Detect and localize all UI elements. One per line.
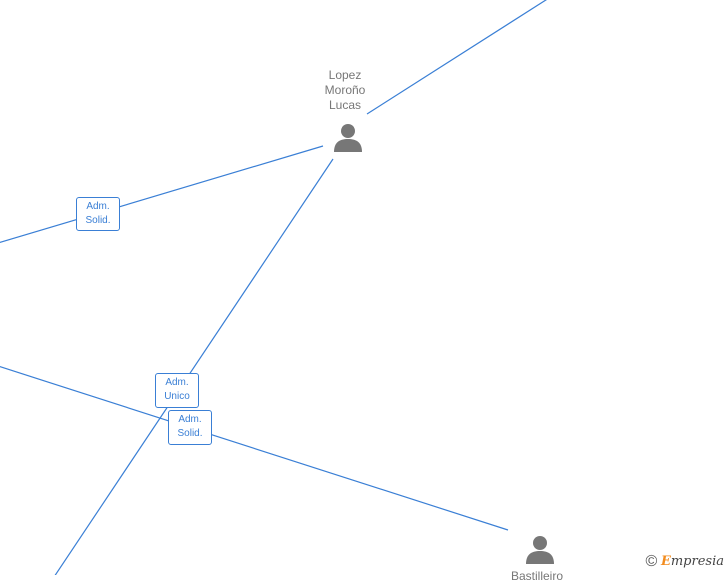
role-box-adm-unico[interactable]: Adm. Unico	[155, 373, 199, 408]
person-icon[interactable]	[333, 122, 363, 152]
role-text: Adm.	[178, 414, 202, 425]
brand-logo-text: mpresia	[670, 554, 724, 569]
node-label-lopez: Lopez Moroño Lucas	[300, 68, 390, 113]
node-label-bastilleiro: Bastilleiro	[492, 569, 582, 584]
edge-lopez-left	[0, 145, 324, 244]
node-label-line: Moroño	[324, 83, 366, 97]
edge-lopez-bottom	[54, 158, 334, 575]
person-icon[interactable]	[525, 534, 555, 564]
role-text: Solid.	[85, 215, 111, 226]
role-text: Adm.	[86, 201, 110, 212]
copyright-symbol: ©	[645, 553, 658, 570]
edge-lopez-offscreen-top	[366, 0, 547, 115]
node-label-line: Lopez	[328, 68, 362, 82]
node-label-line: Lucas	[328, 98, 362, 112]
role-box-adm-solid[interactable]: Adm. Solid.	[168, 410, 212, 445]
empresia-watermark: © Empresia	[646, 553, 724, 571]
role-text: Unico	[164, 391, 190, 402]
node-label-line: Bastilleiro	[510, 569, 564, 583]
role-text: Solid.	[177, 428, 203, 439]
role-text: Adm.	[165, 377, 189, 388]
role-box-adm-solid[interactable]: Adm. Solid.	[76, 197, 120, 231]
brand-logo-e: E	[660, 554, 671, 569]
edge-bastilleiro-left	[0, 366, 509, 531]
